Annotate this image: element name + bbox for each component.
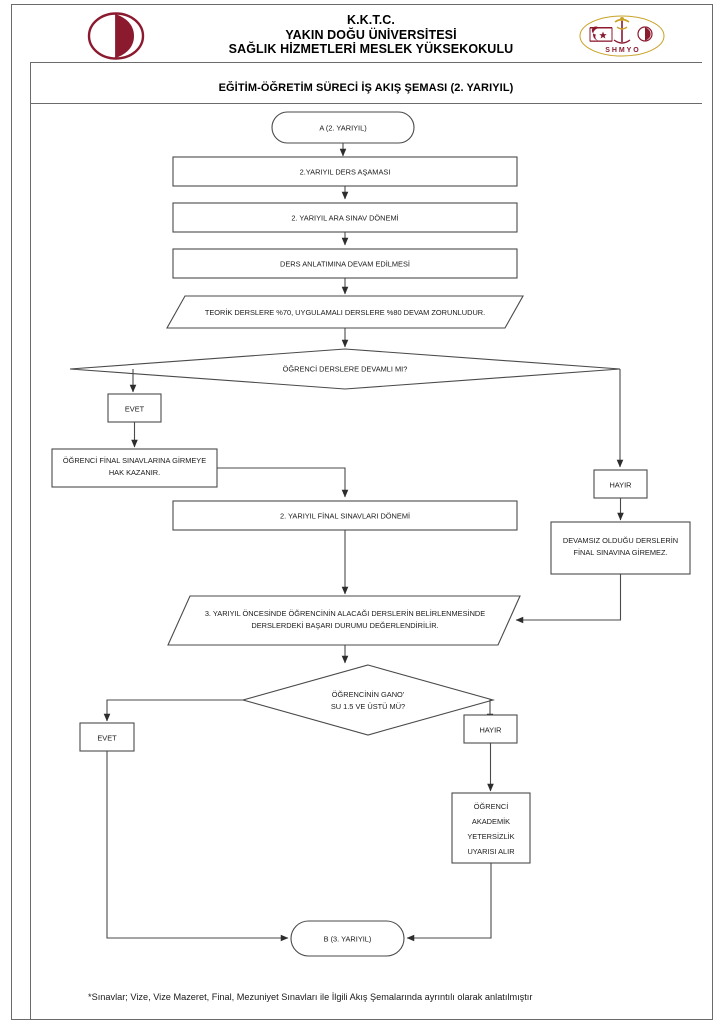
node-ders-anlatim-label: DERS ANLATIMINA DEVAM EDİLMESİ xyxy=(280,260,410,269)
org-line-2: YAKIN DOĞU ÜNİVERSİTESİ xyxy=(285,27,457,42)
node-evet-2: EVET xyxy=(79,722,135,752)
node-basari-line1: 3. YARIYIL ÖNCESİNDE ÖĞRENCİNİN ALACAĞI … xyxy=(205,609,485,618)
node-decision-devamli-label: ÖĞRENCİ DERSLERE DEVAMLI MI? xyxy=(283,365,408,374)
org-line-3: SAĞLIK HİZMETLERİ MESLEK YÜKSEKOKULU xyxy=(228,42,514,57)
node-hayir-2: HAYIR xyxy=(463,714,518,744)
org-line-1: K.K.T.C. xyxy=(346,13,396,27)
node-uyari-line3: YETERSİZLİK xyxy=(467,832,514,841)
node-final-hak: ÖĞRENCİ FİNAL SINAVLARINA GİRMEYE HAK KA… xyxy=(51,448,218,488)
node-final-hak-line1: ÖĞRENCİ FİNAL SINAVLARINA GİRMEYE xyxy=(63,456,206,465)
node-evet-1: EVET xyxy=(107,393,162,423)
node-decision-gano: ÖĞRENCİNİN GANO' SU 1.5 VE ÜSTÜ MÜ? xyxy=(240,664,496,736)
node-evet-1-label: EVET xyxy=(125,405,145,414)
node-start-label: A (2. YARIYIL) xyxy=(319,124,366,133)
node-devamsiz-line1: DEVAMSIZ OLDUĞU DERSLERİN xyxy=(563,536,678,545)
node-uyari-line4: UYARISI ALIR xyxy=(467,847,514,856)
connector-finalhak-to-finaldonemi xyxy=(217,467,349,498)
node-gano-line1: ÖĞRENCİNİN GANO' xyxy=(332,690,405,699)
node-hayir-1: HAYIR xyxy=(593,469,648,499)
node-ara-sinav: 2. YARIYIL ARA SINAV DÖNEMİ xyxy=(172,202,518,233)
content-border xyxy=(30,62,702,1020)
caduceus-icon xyxy=(613,17,631,44)
near-east-university-logo xyxy=(87,12,145,60)
organization-title: K.K.T.C. YAKIN DOĞU ÜNİVERSİTESİ SAĞLIK … xyxy=(171,13,571,57)
node-devamsiz-line2: FİNAL SINAVINA GİREMEZ. xyxy=(573,548,667,557)
node-end: B (3. YARIYIL) xyxy=(290,920,405,957)
connector-gano-hayir xyxy=(486,699,494,722)
node-evet-2-label: EVET xyxy=(97,734,117,743)
node-end-label: B (3. YARIYIL) xyxy=(324,935,372,944)
node-gano-line2: SU 1.5 VE ÜSTÜ MÜ? xyxy=(331,702,405,711)
node-akademik-uyari: ÖĞRENCİ AKADEMİK YETERSİZLİK UYARISI ALI… xyxy=(451,792,531,864)
title-divider xyxy=(30,103,702,104)
node-final-donemi-label: 2. YARIYIL FİNAL SINAVLARI DÖNEMİ xyxy=(280,512,410,521)
neu-mark-icon xyxy=(637,26,653,42)
node-hayir-2-label: HAYIR xyxy=(479,726,501,735)
trnc-flag-icon xyxy=(589,26,613,42)
connector-uyari-to-end xyxy=(406,863,492,942)
node-ara-sinav-label: 2. YARIYIL ARA SINAV DÖNEMİ xyxy=(291,214,398,223)
node-final-hak-line2: HAK KAZANIR. xyxy=(109,468,160,477)
svg-text:S H M Y O: S H M Y O xyxy=(605,47,639,54)
footnote-text: *Sınavlar; Vize, Vize Mazeret, Final, Me… xyxy=(88,992,533,1002)
node-final-donemi: 2. YARIYIL FİNAL SINAVLARI DÖNEMİ xyxy=(172,500,518,531)
node-uyari-line2: AKADEMİK xyxy=(472,817,510,826)
node-start: A (2. YARIYIL) xyxy=(271,111,415,144)
connector-devamsiz-to-basari xyxy=(515,574,622,624)
health-vocational-school-logo: S H M Y O xyxy=(579,15,665,57)
node-decision-devamli: ÖĞRENCİ DERSLERE DEVAMLI MI? xyxy=(69,348,621,390)
node-ders-asamasi: 2.YARIYIL DERS AŞAMASI xyxy=(172,156,518,187)
connector-evet2-to-end xyxy=(106,751,289,942)
document-header: K.K.T.C. YAKIN DOĞU ÜNİVERSİTESİ SAĞLIK … xyxy=(11,4,713,62)
node-devam-zorunlu-label: TEORİK DERSLERE %70, UYGULAMALI DERSLERE… xyxy=(205,308,485,317)
node-hayir-1-label: HAYIR xyxy=(609,481,631,490)
connector-gano-evet xyxy=(103,699,243,722)
node-ders-anlatim: DERS ANLATIMINA DEVAM EDİLMESİ xyxy=(172,248,518,279)
node-ders-asamasi-label: 2.YARIYIL DERS AŞAMASI xyxy=(300,168,391,177)
node-devamsiz: DEVAMSIZ OLDUĞU DERSLERİN FİNAL SINAVINA… xyxy=(550,521,691,575)
header-divider xyxy=(30,62,702,63)
node-uyari-line1: ÖĞRENCİ xyxy=(474,802,509,811)
node-basari-line2: DERSLERDEKİ BAŞARI DURUMU DEĞERLENDİRİLİ… xyxy=(251,621,438,630)
node-devam-zorunlu: TEORİK DERSLERE %70, UYGULAMALI DERSLERE… xyxy=(166,295,524,329)
node-basari-degerlendirme: 3. YARIYIL ÖNCESİNDE ÖĞRENCİNİN ALACAĞI … xyxy=(167,595,521,646)
flowchart-title: EĞİTİM-ÖĞRETİM SÜRECİ İŞ AKIŞ ŞEMASI (2.… xyxy=(218,82,514,94)
